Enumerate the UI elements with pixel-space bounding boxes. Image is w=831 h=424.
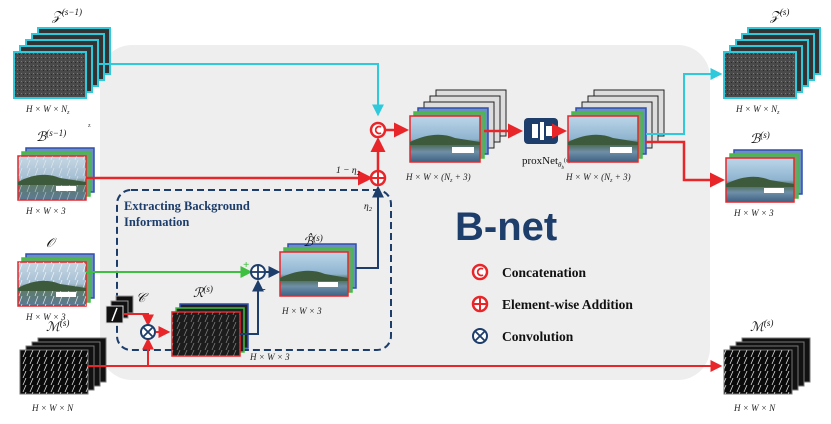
arrow-r-to-sub [240,279,264,335]
m-stack [19,337,107,395]
legend-conv: Convolution [472,328,574,344]
proxnet-block [524,118,558,144]
z-out-symbol: 𝒵(s) [769,7,789,23]
o-image [17,253,95,307]
m-dim: H × W × N [31,403,74,413]
concat-features-dim: H × W × (Nz + 3) [405,172,471,184]
bhat-symbol: ℬ̂(s) [303,233,323,249]
extract-region [116,189,392,351]
b-prev-dim: H × W × 3 [25,206,66,216]
b-prev-image [17,147,95,201]
z-prev-stack [13,27,111,99]
legend-concat: Concatenation [471,263,586,281]
prox-features-dim: H × W × (Nz + 3) [565,172,631,184]
m-out-symbol: ℳ(s) [750,318,773,334]
plus-sign: + [243,259,249,271]
b-out-symbol: ℬ(s) [750,130,770,146]
arrow-z-prev-to-concat [98,63,384,117]
b-out-image [725,149,803,203]
c-filter [105,295,134,324]
minus-sign: - [262,283,266,295]
conv-icon [140,324,156,340]
r-image [171,303,249,357]
proxnet-label: proxNetθb(s) [522,155,570,171]
subtract-icon [250,264,266,280]
bhat-dim: H × W × 3 [281,306,322,316]
legend-add-label: Element-wise Addition [502,297,633,312]
b-out-dim: H × W × 3 [733,208,774,218]
z-out-dim: H × W × Nz [735,104,780,116]
arrow-features-to-z-out [646,68,723,135]
o-dim: H × W × 3 [25,312,66,322]
eta-label: η2 [364,202,373,213]
z-prev-symbol: 𝒵(s−1) [51,7,82,23]
bhat-image [279,243,357,297]
legend-conv-label: Convolution [502,329,574,344]
r-dim: H × W × 3 [249,352,290,362]
prox-features-stack [567,89,665,163]
r-symbol: ℛ(s) [193,284,213,300]
concat-features-stack [409,89,507,163]
arrow-bhat-to-add [356,185,384,269]
arrow-c-to-conv [124,313,154,327]
legend-concat-label: Concatenation [502,265,586,280]
o-symbol: 𝒪 [46,235,58,250]
concat-icon [369,121,387,139]
eta-one-minus-label: 1 − η2 [336,166,361,177]
legend-add: Element-wise Addition [471,295,633,313]
region-label-line2: Information [124,215,189,229]
arrow-features-to-b-out [646,140,725,188]
m-out-stack [723,337,811,395]
b-prev-symbol: ℬ(s−1) [36,128,66,144]
m-out-dim: H × W × N [733,403,776,413]
tiny-z-label: z [88,123,91,129]
bnet-title: B-net [455,205,557,249]
m-symbol: ℳ(s) [46,318,69,334]
z-out-stack [723,27,821,99]
add-icon [369,169,387,187]
region-label-line1: Extracting Background [124,199,250,213]
z-prev-dim: H × W × Nz [25,104,70,116]
